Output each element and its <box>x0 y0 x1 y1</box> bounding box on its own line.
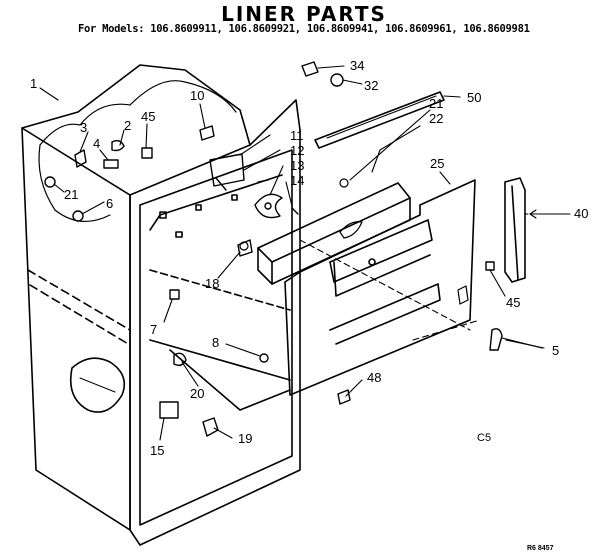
callout-20: 20 <box>190 386 204 401</box>
callout-22: 22 <box>429 111 443 126</box>
models-line: For Models: 106.8609911, 106.8609921, 10… <box>78 23 530 35</box>
part-7-stop <box>169 289 180 300</box>
part-21-screw <box>44 176 56 188</box>
arrows <box>505 209 571 349</box>
diagram-title: LINER PARTS <box>221 2 387 26</box>
part-4-socket <box>103 159 119 169</box>
part-5-clip <box>489 328 503 351</box>
callout-11: 11 <box>290 128 304 143</box>
callout-4: 4 <box>93 136 100 151</box>
part-3-clip <box>74 149 87 168</box>
callout-7: 7 <box>150 322 157 337</box>
callout-34: 34 <box>350 58 364 73</box>
callout-25: 25 <box>430 156 444 171</box>
callout-21-right: 21 <box>429 96 443 111</box>
callout-21-left: 21 <box>64 187 78 202</box>
callout-45-right: 45 <box>506 295 520 310</box>
callout-45-top: 45 <box>141 109 155 124</box>
strip-40 <box>504 177 526 283</box>
fan-assembly <box>209 153 299 219</box>
callout-1: 1 <box>30 76 37 91</box>
callout-6: 6 <box>106 196 113 211</box>
callout-13: 13 <box>290 158 304 173</box>
callout-8: 8 <box>212 335 219 350</box>
callout-40: 40 <box>574 206 588 221</box>
part-8-screw <box>259 353 269 363</box>
cabinet-small-parts <box>44 125 269 437</box>
callout-2: 2 <box>124 118 131 133</box>
part-48-screw <box>337 389 351 405</box>
part-15-bracket <box>159 401 179 419</box>
diagram-code: C5 <box>477 432 492 444</box>
rail-50 <box>314 91 445 149</box>
rear-panel <box>284 179 476 396</box>
callout-labels: 1 2 3 4 45 10 21 6 34 32 50 21 22 11 12 … <box>30 58 588 458</box>
callout-12: 12 <box>290 143 304 158</box>
part-20-knob <box>173 352 187 367</box>
top-small-parts <box>301 61 344 87</box>
callout-3: 3 <box>80 120 87 135</box>
part-45-screw-right <box>485 261 495 271</box>
part-2-bulb <box>111 139 125 152</box>
part-10-switch <box>199 125 215 141</box>
callout-5: 5 <box>552 343 559 358</box>
cabinet-liner <box>21 64 301 546</box>
part-19-roller <box>202 417 219 437</box>
callout-48: 48 <box>367 370 381 385</box>
callout-14: 14 <box>290 173 304 188</box>
callout-18: 18 <box>205 276 219 291</box>
figure-reference: R6 8457 <box>527 545 554 552</box>
callout-50: 50 <box>467 90 481 105</box>
callout-32: 32 <box>364 78 378 93</box>
callout-15: 15 <box>150 443 164 458</box>
callout-10: 10 <box>190 88 204 103</box>
callout-19: 19 <box>238 431 252 446</box>
leader-lines <box>39 65 543 441</box>
part-45-screw <box>141 147 153 159</box>
part-6-screw <box>72 210 84 222</box>
